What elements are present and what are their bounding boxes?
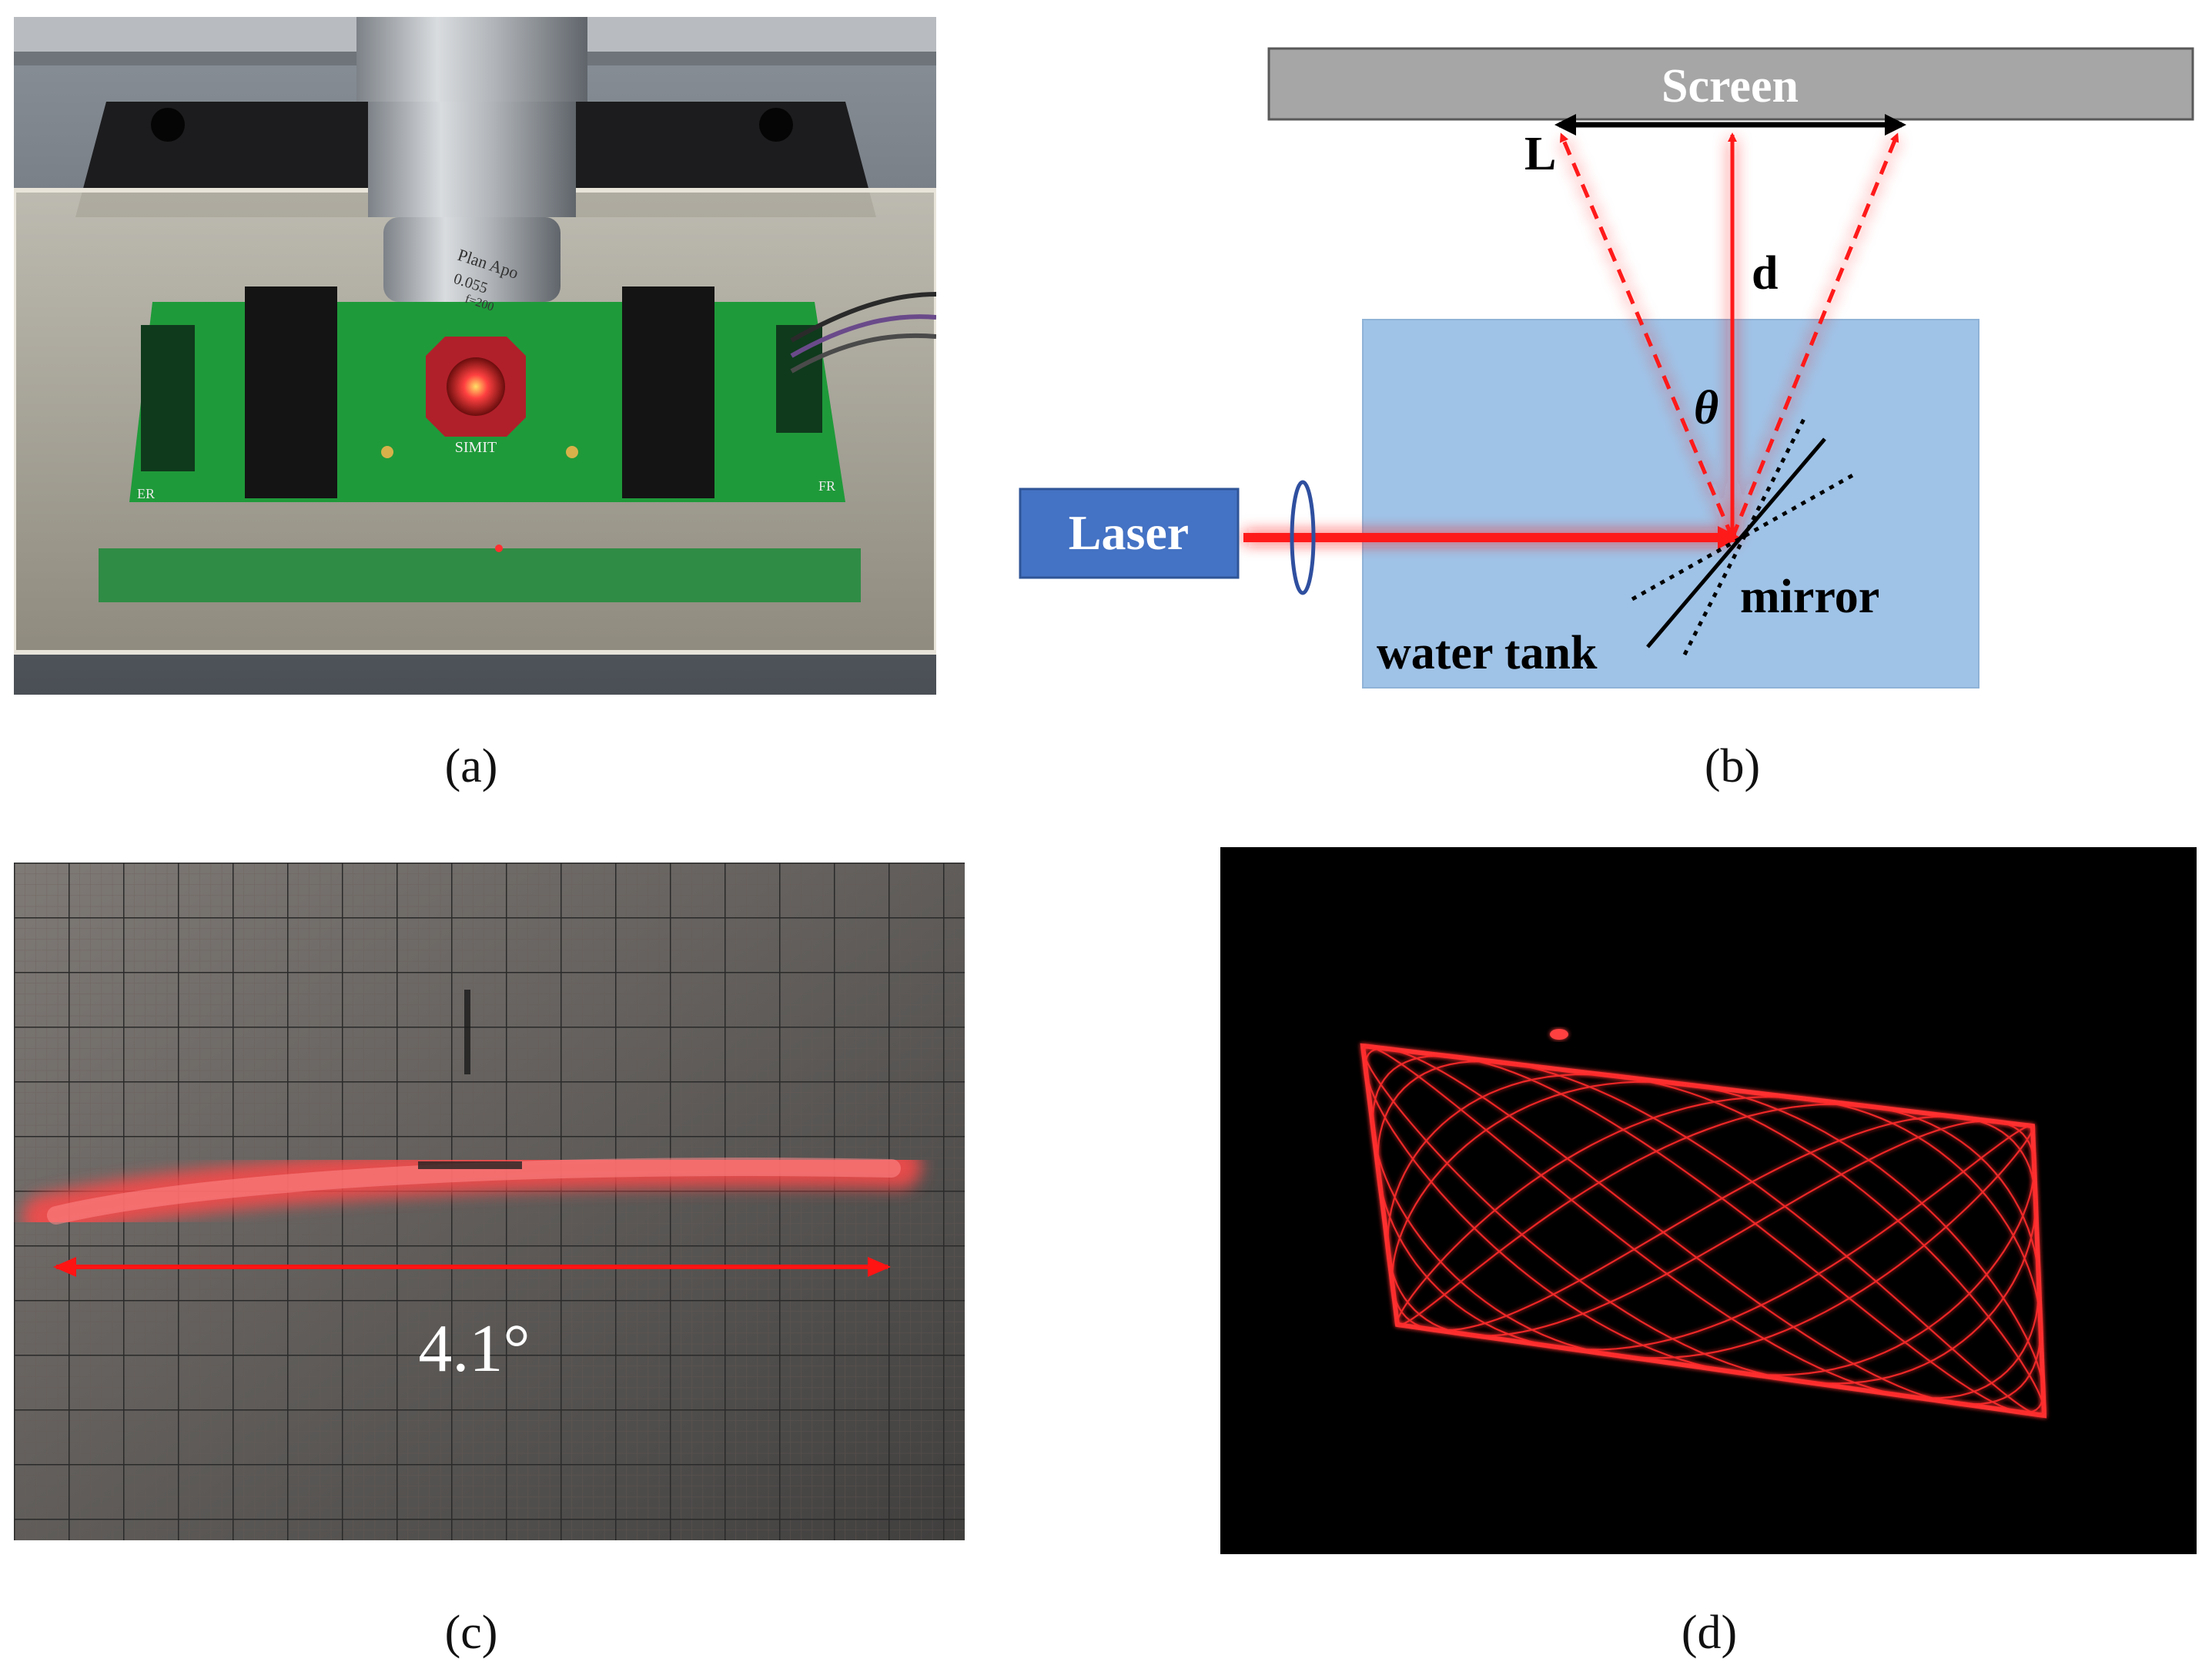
lissajous-photo <box>1220 847 2197 1554</box>
edge-mark-2: FR <box>818 478 835 494</box>
setup-photo: SIMIT Plan Apo 0.055 f=200 ER FR <box>14 17 936 695</box>
mirror-line <box>1646 437 1826 648</box>
theta-label: θ <box>1694 382 1718 434</box>
caption-a: (a) <box>444 740 498 792</box>
lens-ellipse <box>1290 480 1316 595</box>
board-label: SIMIT <box>455 439 497 456</box>
stray-dot <box>1550 1029 1568 1040</box>
panel-d-photo <box>1220 847 2197 1554</box>
caption-c: (c) <box>444 1607 498 1659</box>
laser-label: Laser <box>1069 505 1189 560</box>
L-label: L <box>1524 128 1556 180</box>
schematic-diagram: Screen L Laser d θ mirror water tank <box>1019 47 2194 689</box>
caption-b: (b) <box>1704 740 1761 792</box>
tank-label: water tank <box>1377 627 1598 679</box>
panel-b-schematic: Screen L Laser d θ mirror water tank <box>1009 39 2194 709</box>
screen-label: Screen <box>1662 60 1799 112</box>
laser-box <box>1019 488 1240 579</box>
caption-d: (d) <box>1681 1607 1738 1659</box>
screen-bar <box>1267 47 2194 121</box>
mirror-label: mirror <box>1740 571 1879 623</box>
scan-curve <box>1362 1045 2045 1416</box>
mirror-swing-2 <box>1682 414 1808 656</box>
grid-photo: 4.1° <box>14 863 965 1540</box>
panel-c-photo: 4.1° <box>14 863 965 1540</box>
panel-a-photo: SIMIT Plan Apo 0.055 f=200 ER FR <box>14 17 936 695</box>
right-beam <box>1730 132 1899 538</box>
left-beam <box>1559 132 1735 538</box>
scan-pattern <box>1362 1045 2045 1416</box>
edge-mark-1: ER <box>137 486 155 501</box>
angle-label: 4.1° <box>418 1312 530 1386</box>
water-tank <box>1362 319 1979 689</box>
d-label: d <box>1752 247 1778 300</box>
